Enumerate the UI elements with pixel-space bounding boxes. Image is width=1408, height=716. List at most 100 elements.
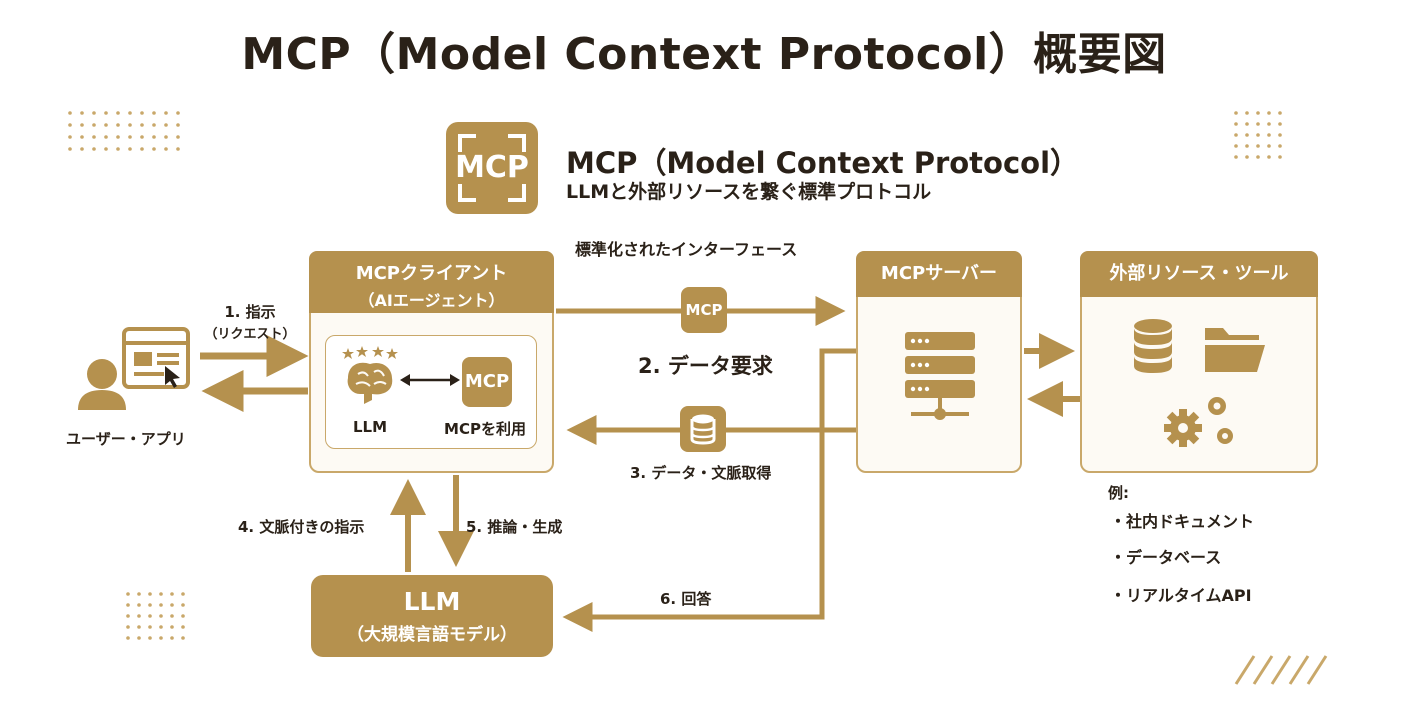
decor-dot (1234, 144, 1238, 148)
decor-dot (68, 123, 72, 127)
decor-dot (148, 636, 152, 640)
decor-dot (104, 147, 108, 151)
step1-sub-label: （リクエスト） (204, 327, 296, 342)
gear-tooth (1164, 424, 1172, 432)
decor-dot (1245, 111, 1249, 115)
mcp-client-header: MCPクライアント （AIエージェント） (309, 251, 554, 313)
decor-dot (148, 625, 152, 629)
decor-dot (1234, 155, 1238, 159)
decor-dot (140, 123, 144, 127)
llm-model-subtitle: （大規模言語モデル） (347, 625, 517, 645)
decor-dot (1267, 133, 1271, 137)
decor-dot (128, 135, 132, 139)
decor-dot (176, 123, 180, 127)
decor-dot (137, 592, 141, 596)
example-item: ・社内ドキュメント (1110, 512, 1255, 531)
decor-dot (164, 147, 168, 151)
decor-dot (181, 592, 185, 596)
decor-dot (128, 147, 132, 151)
decor-dot (116, 123, 120, 127)
gears-icon (1164, 397, 1233, 447)
decor-dot (170, 625, 174, 629)
decor-dot (181, 636, 185, 640)
decor-dot (170, 603, 174, 607)
decor-dot (1278, 111, 1282, 115)
decor-dot (126, 625, 130, 629)
decor-dot (116, 135, 120, 139)
decor-dot (116, 147, 120, 151)
decor-dot (164, 135, 168, 139)
client-mcp-use-label: MCPを利用 (444, 420, 526, 438)
decor-dot (1256, 155, 1260, 159)
mcp-server-title: MCPサーバー (856, 251, 1022, 297)
example-item: ・データベース (1110, 548, 1222, 567)
page-title: MCP（Model Context Protocol）概要図 (241, 29, 1167, 80)
resources-icons (1134, 319, 1265, 447)
mcp-client-subtitle: （AIエージェント） (358, 291, 505, 310)
decor-dot (152, 111, 156, 115)
decor-dot (80, 123, 84, 127)
decor-dot (152, 135, 156, 139)
decor-dot (1278, 144, 1282, 148)
step3-label: 3. データ・文脈取得 (630, 464, 772, 482)
decor-dot (1245, 122, 1249, 126)
resources-title: 外部リソース・ツール (1080, 251, 1318, 297)
decor-dot (152, 123, 156, 127)
decor-dot (159, 603, 163, 607)
server-icon (905, 332, 975, 420)
gear-tooth (1179, 439, 1187, 447)
decor-dot (181, 614, 185, 618)
step2-label: 2. データ要求 (638, 354, 773, 378)
client-llm-label: LLM (352, 418, 388, 436)
decor-dot (68, 111, 72, 115)
decor-dot (1256, 122, 1260, 126)
decor-dot (164, 123, 168, 127)
decor-dot (126, 636, 130, 640)
decor-dot (1256, 133, 1260, 137)
decor-dot (140, 111, 144, 115)
mcp-logo-text: MCP (455, 150, 529, 185)
bidirectional-arrow-icon (400, 374, 460, 386)
decor-dot (1234, 133, 1238, 137)
decor-dot (140, 147, 144, 151)
client-mcp-chip: MCP (462, 357, 512, 407)
decor-dot (170, 592, 174, 596)
folder-icon (1205, 328, 1265, 372)
interface-label: 標準化されたインターフェース (575, 240, 798, 259)
decor-dots-top-left (68, 111, 180, 151)
decor-dot (181, 625, 185, 629)
decor-slashes-bottom-right (1234, 655, 1328, 685)
decor-dot (159, 592, 163, 596)
user-icon (78, 359, 126, 410)
decor-dot (68, 147, 72, 151)
decor-dot (1267, 111, 1271, 115)
decor-dot (1267, 122, 1271, 126)
decor-dot (1278, 133, 1282, 137)
decor-dot (159, 636, 163, 640)
arrow-answer (562, 348, 856, 632)
llm-model-title: LLM (403, 587, 461, 616)
examples-heading: 例: (1108, 484, 1129, 502)
step6-label: 6. 回答 (660, 590, 712, 608)
llm-model-box: LLM （大規模言語モデル） (311, 575, 553, 657)
decor-dot (148, 592, 152, 596)
decor-dot (1234, 111, 1238, 115)
step2-mcp-chip: MCP (681, 287, 727, 333)
decor-dot (104, 111, 108, 115)
step4-label: 4. 文脈付きの指示 (238, 518, 365, 536)
decor-dot (1245, 133, 1249, 137)
decor-dot (92, 111, 96, 115)
decor-dot (128, 123, 132, 127)
gear-tooth (1179, 409, 1187, 417)
database-stack-icon (1134, 319, 1172, 373)
decor-dot (137, 603, 141, 607)
header-subtitle: LLMと外部リソースを繋ぐ標準プロトコル (566, 181, 932, 203)
decor-dot (1267, 155, 1271, 159)
mcp-client-title: MCPクライアント (355, 263, 508, 284)
decor-dot (148, 603, 152, 607)
decor-dots-bottom-left (126, 592, 185, 640)
decor-dot (1256, 111, 1260, 115)
decor-dot (126, 592, 130, 596)
decor-dot (126, 614, 130, 618)
decor-dot (148, 614, 152, 618)
